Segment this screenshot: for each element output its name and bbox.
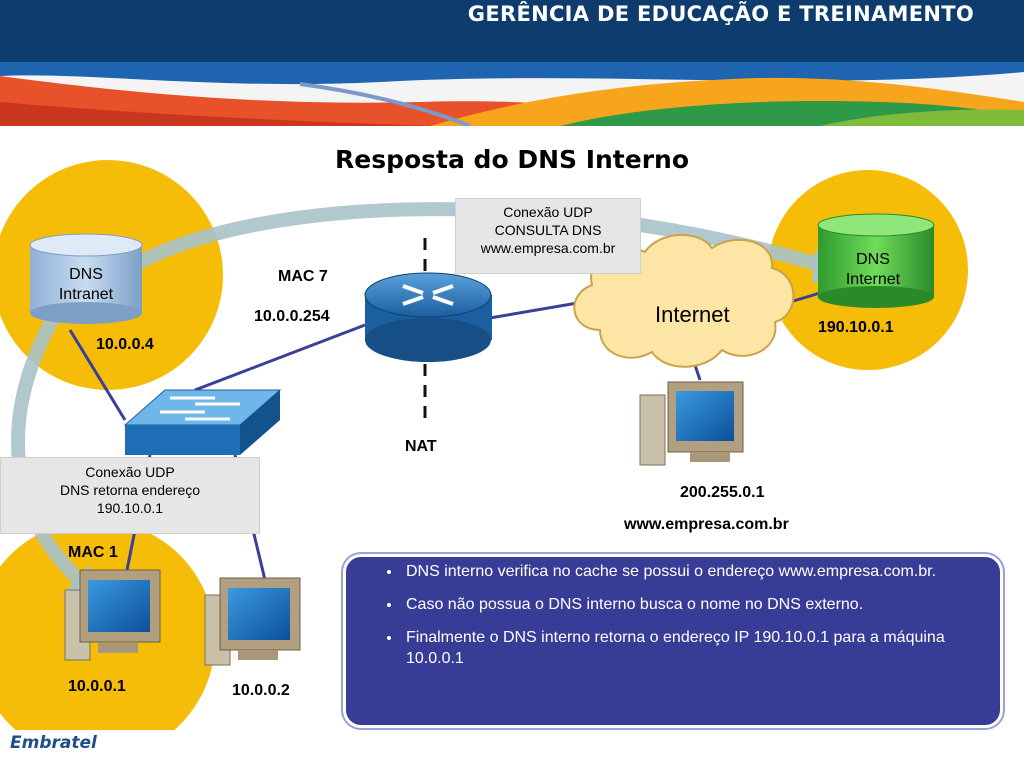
slide-title: Resposta do DNS Interno [334, 145, 690, 174]
embratel-logo: Embratel [10, 733, 97, 753]
dns-intranet-label-line2: Intranet [58, 286, 114, 303]
internet-cloud-label: Internet [655, 302, 730, 327]
info-box: DNS interno verifica no cache se possui … [343, 554, 1003, 728]
router [364, 272, 492, 362]
router-ip: 10.0.0.254 [254, 308, 330, 325]
client2-ip: 10.0.0.2 [232, 682, 290, 699]
info-bullet: Caso não possua o DNS interno busca o no… [402, 594, 980, 615]
dns-internet-cylinder [817, 213, 935, 308]
info-bullet: Finalmente o DNS interno retorna o ender… [402, 627, 980, 669]
dns-intranet-cylinder [29, 233, 143, 324]
header-bar [0, 0, 1024, 62]
nat-label: NAT [405, 438, 437, 455]
udp-response-callout-line2: DNS retorna endereço [59, 482, 201, 498]
web-server-computer [639, 381, 744, 466]
udp-query-callout-line2: CONSULTA DNS [494, 222, 602, 238]
client1-mac: MAC 1 [68, 544, 118, 561]
info-bullet-list: DNS interno verifica no cache se possui … [366, 561, 980, 669]
web-server-host: www.empresa.com.br [624, 516, 789, 533]
client2-computer [204, 577, 301, 666]
dns-intranet-label: DNS Intranet [36, 265, 136, 305]
switch [123, 389, 282, 455]
client1-ip: 10.0.0.1 [68, 678, 126, 695]
dns-internet-label-line2: Internet [845, 271, 901, 288]
header-title: GERÊNCIA DE EDUCAÇÃO E TREINAMENTO [467, 2, 974, 26]
dns-internet-ip: 190.10.0.1 [818, 319, 894, 336]
udp-query-callout-line3: www.empresa.com.br [480, 240, 616, 256]
client1-computer [64, 569, 161, 661]
router-mac: MAC 7 [278, 268, 328, 285]
header-banner-graphic [0, 62, 1024, 126]
udp-response-callout-line3: 190.10.0.1 [96, 500, 164, 516]
udp-query-callout: Conexão UDP CONSULTA DNS www.empresa.com… [455, 198, 641, 274]
dns-internet-label: DNS Internet [823, 250, 923, 290]
udp-response-callout: Conexão UDP DNS retorna endereço 190.10.… [0, 457, 260, 534]
web-server-ip: 200.255.0.1 [680, 484, 765, 501]
udp-response-callout-line1: Conexão UDP [85, 464, 175, 480]
link-switch-dns-intranet [68, 329, 127, 421]
dns-intranet-ip: 10.0.0.4 [96, 336, 154, 353]
info-bullet: DNS interno verifica no cache se possui … [402, 561, 980, 582]
link-switch-router [194, 323, 366, 392]
query-arc-arrow [131, 202, 833, 275]
dns-intranet-label-line1: DNS [69, 266, 103, 283]
dns-internet-label-line1: DNS [856, 251, 890, 268]
udp-query-callout-line1: Conexão UDP [503, 204, 593, 220]
footer-bar [0, 730, 1024, 768]
